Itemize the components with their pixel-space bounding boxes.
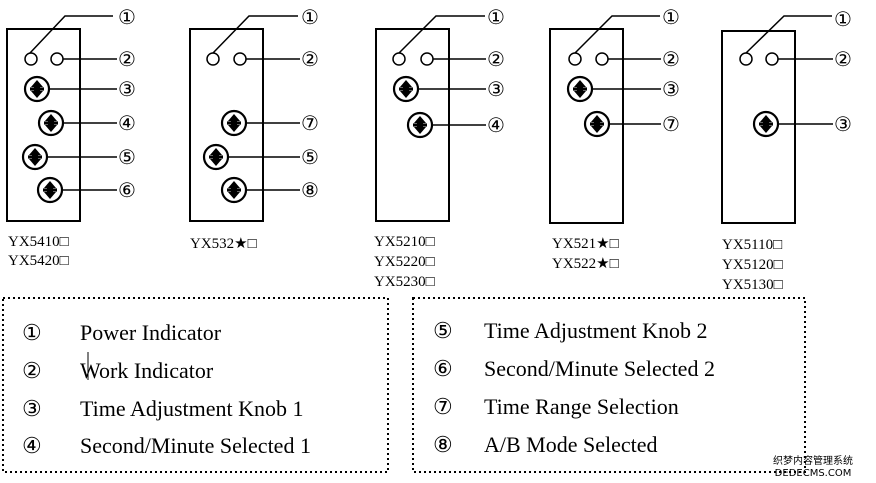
module-5: ① ② ③ YX5110□ YX5120□ YX5130□ (721, 9, 852, 293)
sec-min-select-knob-icon[interactable] (406, 111, 434, 139)
model-label: YX5130□ (722, 277, 783, 293)
callout-number: ⑥ (118, 180, 136, 202)
legend-number: ⑤ (433, 318, 453, 343)
legend-text: Time Adjustment Knob 2 (484, 318, 708, 343)
watermark: 织梦内容管理系统 DEDECMS.COM (754, 456, 872, 480)
watermark-line: 织梦内容管理系统 (773, 456, 853, 467)
callout-number: ⑧ (301, 180, 319, 202)
power-indicator-light (392, 52, 406, 66)
time-adjust-knob-icon[interactable] (21, 143, 49, 171)
callout-number: ② (487, 49, 505, 71)
module-2: ① ② ⑦ ⑤ ⑧ YX532★□ (189, 7, 319, 252)
callout-number: ③ (662, 79, 680, 101)
model-label: YX5210□ (374, 234, 435, 250)
sec-min-select-knob-icon[interactable] (37, 109, 65, 137)
legend-number: ③ (22, 396, 42, 421)
legend-number: ⑧ (433, 432, 453, 457)
legend-number: ② (22, 358, 42, 383)
callout-line (398, 15, 485, 54)
callout-number: ⑦ (662, 114, 680, 136)
legend-text: A/B Mode Selected (484, 432, 658, 457)
callout-number: ③ (834, 114, 852, 136)
legend-border (2, 297, 389, 473)
module-panel (549, 28, 624, 224)
callout-number: ② (301, 49, 319, 71)
module-1: ① ② ③ ④ ⑤ ⑥ YX5410□ YX5420□ (6, 7, 136, 269)
callout-number: ① (662, 7, 680, 29)
time-adjust-knob-icon[interactable] (202, 143, 230, 171)
callout-line (574, 15, 660, 54)
legend-text: Second/Minute Selected 2 (484, 356, 715, 381)
callout-number: ⑤ (118, 147, 136, 169)
callout-number: ① (487, 7, 505, 29)
legend-number: ④ (22, 433, 42, 458)
work-indicator-light (233, 52, 247, 66)
legend-number: ① (22, 320, 42, 345)
legend-number: ⑦ (433, 394, 453, 419)
callout-number: ④ (118, 113, 136, 135)
power-indicator-light (568, 52, 582, 66)
model-label: YX532★□ (190, 236, 257, 252)
work-indicator-light (765, 52, 779, 66)
legend-left: ① Power Indicator ② Work Indicator ③ Tim… (2, 297, 389, 473)
time-adjust-knob-icon[interactable] (392, 75, 420, 103)
legend-number: ⑥ (433, 356, 453, 381)
callout-number: ⑤ (301, 147, 319, 169)
model-label: YX522★□ (552, 256, 619, 272)
work-indicator-light (595, 52, 609, 66)
power-indicator-light (206, 52, 220, 66)
legend-text: Time Adjustment Knob 1 (80, 396, 304, 421)
module-panel (189, 28, 264, 222)
legend-right: ⑤ Time Adjustment Knob 2 ⑥ Second/Minute… (412, 297, 806, 473)
model-label: YX5420□ (8, 253, 69, 269)
module-panel (6, 28, 81, 222)
time-adjust-knob-icon[interactable] (752, 110, 780, 138)
legend-border (412, 297, 806, 473)
callout-number: ④ (487, 115, 505, 137)
model-label: YX5410□ (8, 234, 69, 250)
callout-number: ② (118, 49, 136, 71)
callout-number: ③ (487, 79, 505, 101)
model-label: YX5230□ (374, 274, 435, 290)
callout-number: ② (834, 49, 852, 71)
work-indicator-light (50, 52, 64, 66)
model-label: YX5110□ (722, 237, 782, 253)
time-range-knob-icon[interactable] (220, 109, 248, 137)
module-3: ① ② ③ ④ YX5210□ YX5220□ YX5230□ (374, 7, 505, 290)
module-panel (721, 30, 796, 224)
time-range-knob-icon[interactable] (583, 110, 611, 138)
legend-text: Power Indicator (80, 320, 222, 345)
callout-number: ⑦ (301, 113, 319, 135)
ab-mode-knob-icon[interactable] (220, 176, 248, 204)
model-label: YX5220□ (374, 254, 435, 270)
model-label: YX521★□ (552, 236, 619, 252)
legend-text: Work Indicator (80, 358, 214, 383)
watermark-line: DEDECMS.COM (774, 468, 852, 479)
callout-line (29, 15, 113, 54)
model-label: YX5120□ (722, 257, 783, 273)
callout-line (212, 15, 298, 54)
callout-number: ③ (118, 79, 136, 101)
work-indicator-light (420, 52, 434, 66)
power-indicator-light (24, 52, 38, 66)
callout-number: ① (834, 9, 852, 31)
legend-text: Second/Minute Selected 1 (80, 433, 311, 458)
callout-number: ① (118, 7, 136, 29)
time-adjust-knob-icon[interactable] (566, 75, 594, 103)
callout-number: ① (301, 7, 319, 29)
time-adjust-knob-icon[interactable] (23, 75, 51, 103)
sec-min-select-knob-icon[interactable] (36, 176, 64, 204)
callout-number: ② (662, 49, 680, 71)
module-4: ① ② ③ ⑦ YX521★□ YX522★□ (549, 7, 680, 272)
legend-text: Time Range Selection (484, 394, 679, 419)
callout-line (745, 15, 832, 54)
power-indicator-light (739, 52, 753, 66)
